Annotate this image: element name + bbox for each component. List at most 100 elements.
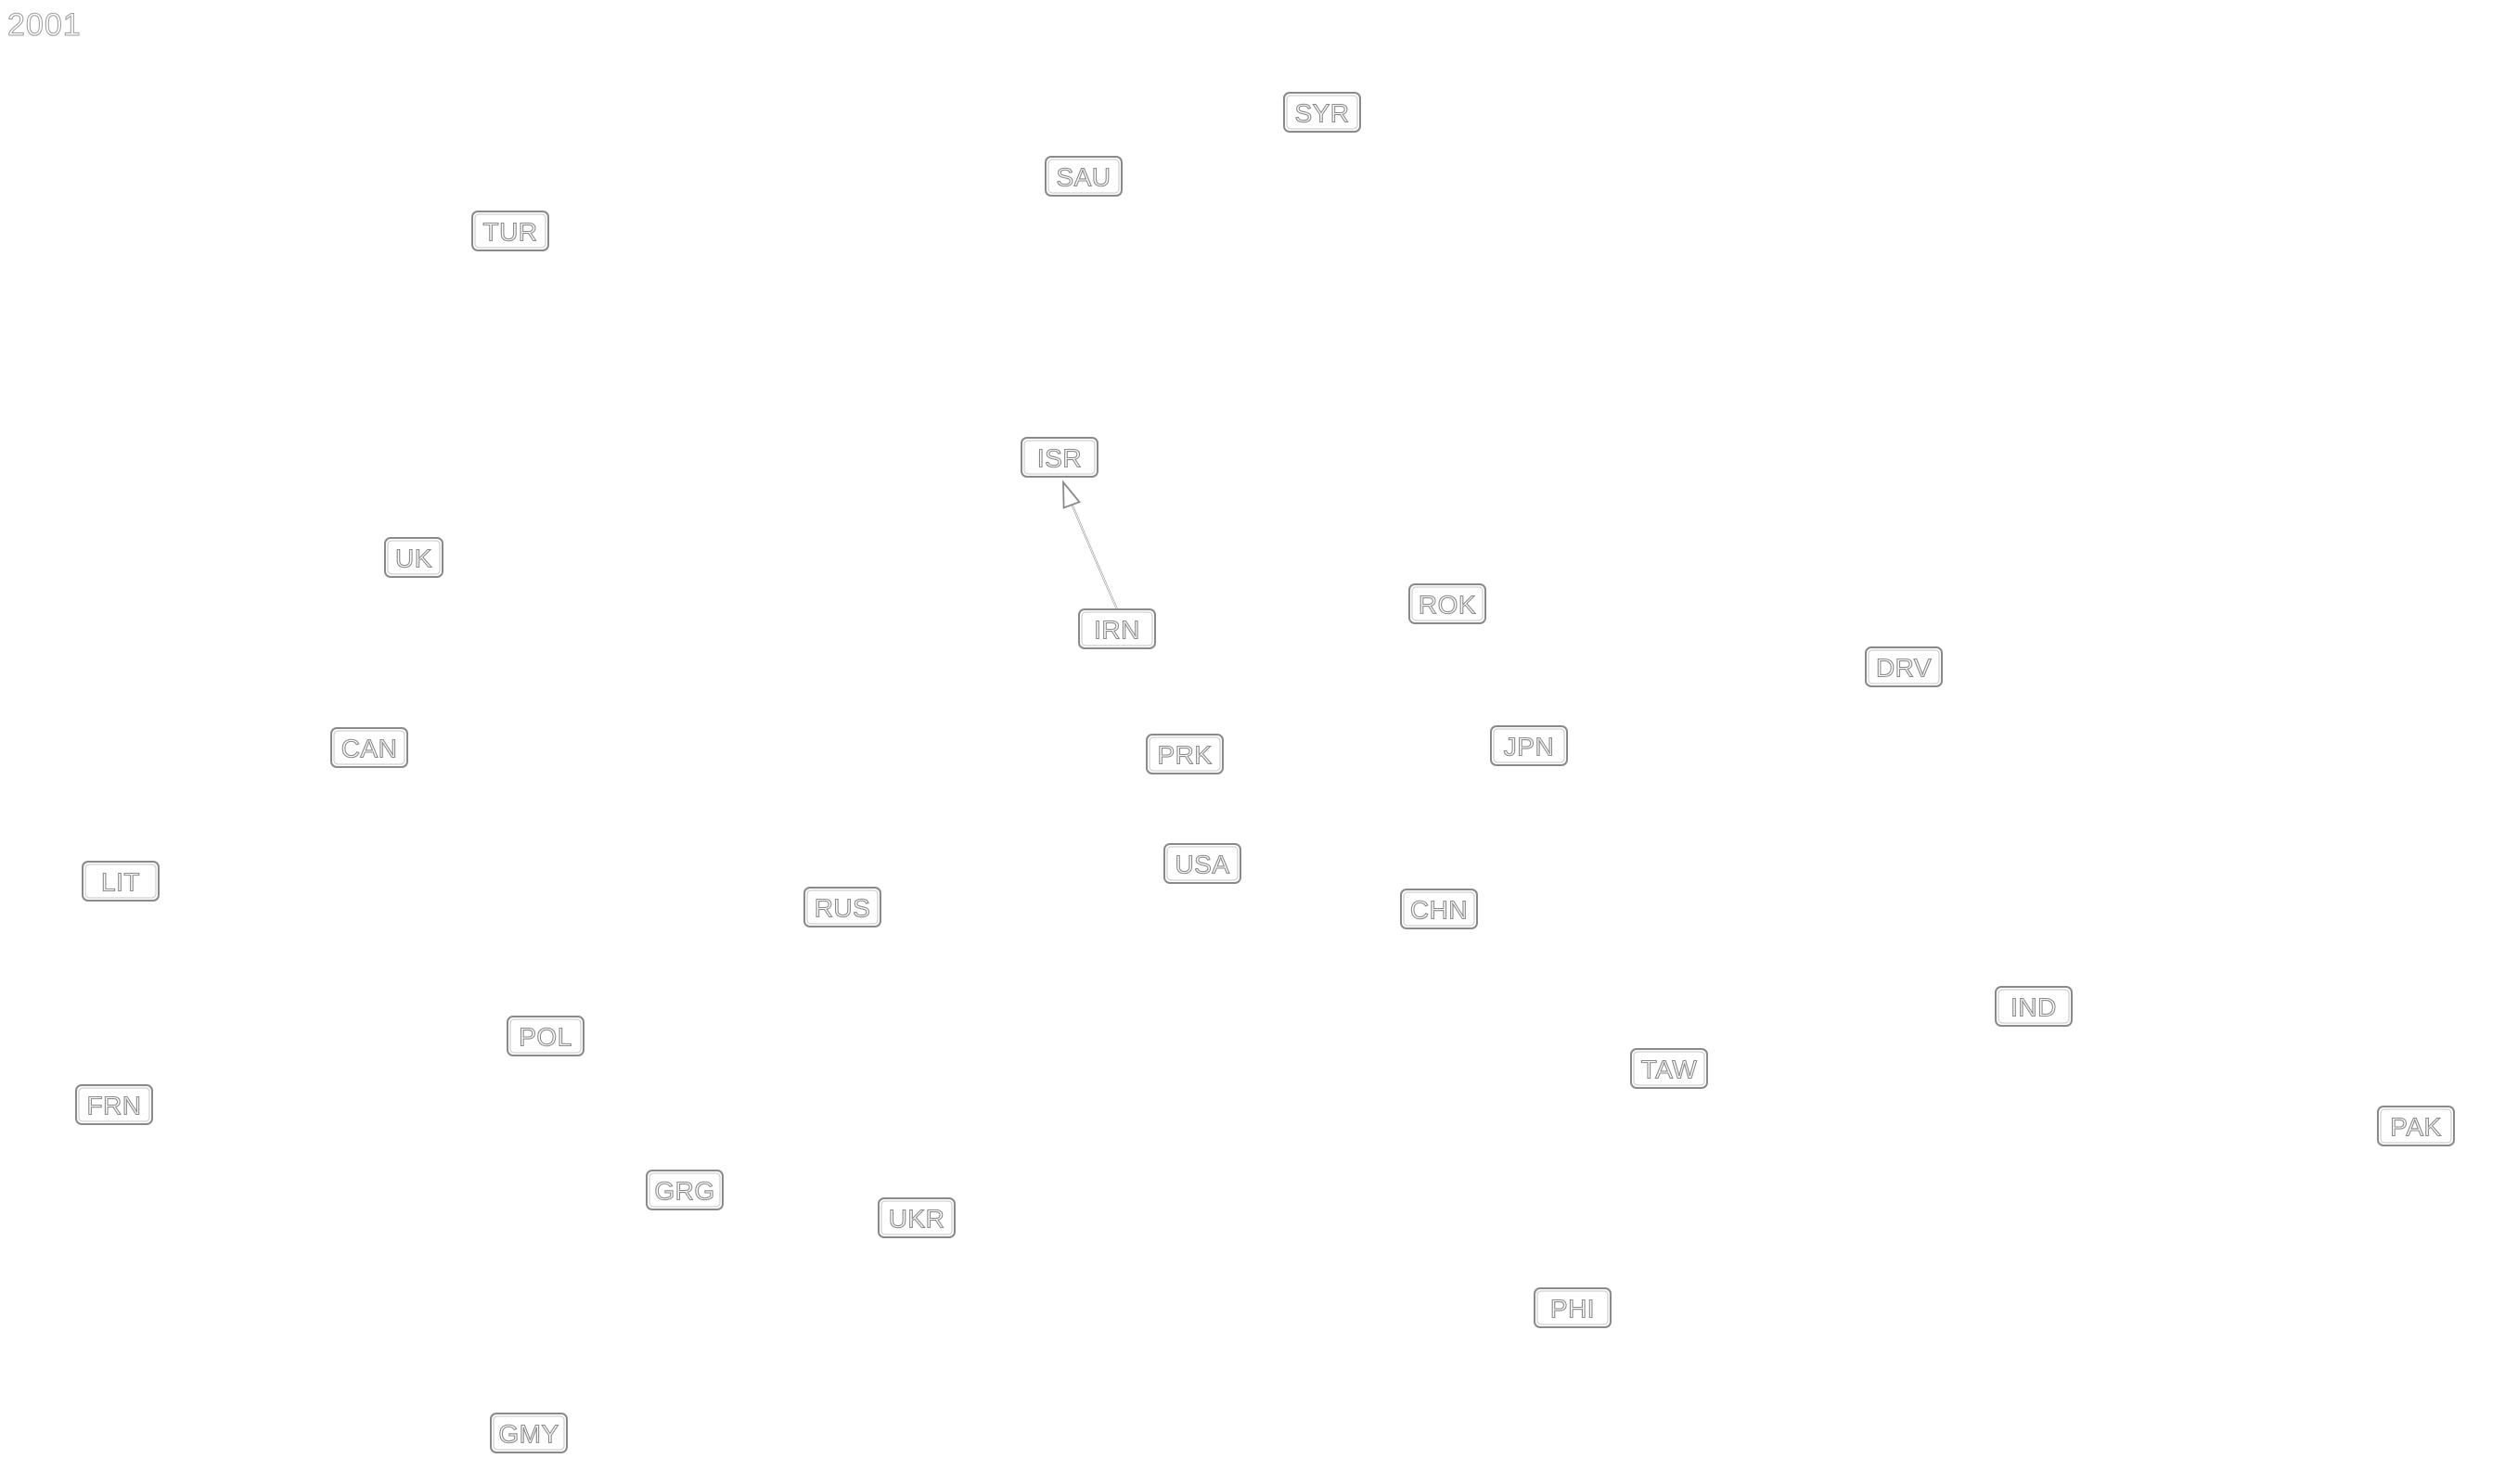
node-box-inner <box>333 730 405 765</box>
node-label: SYR <box>1294 99 1349 128</box>
node-box <box>803 887 881 928</box>
node-box <box>507 1016 584 1056</box>
node-box-inner <box>1536 1290 1609 1325</box>
node-box <box>1408 583 1486 624</box>
year-label: 2001 <box>7 7 82 44</box>
node-box <box>75 1084 153 1125</box>
node-prk[interactable]: PRK <box>1146 734 1224 774</box>
node-box <box>471 211 549 251</box>
node-label: FRN <box>86 1092 141 1120</box>
node-syr[interactable]: SYR <box>1283 92 1361 133</box>
node-pol[interactable]: POL <box>507 1016 584 1056</box>
node-label: PHI <box>1550 1295 1595 1324</box>
node-label: TUR <box>482 218 537 247</box>
node-box-inner <box>493 1415 565 1451</box>
node-sau[interactable]: SAU <box>1045 156 1123 197</box>
node-rus[interactable]: RUS <box>803 887 881 928</box>
node-label: CAN <box>341 735 398 763</box>
node-label: PRK <box>1157 741 1212 770</box>
node-label: ISR <box>1037 444 1082 473</box>
node-box-inner <box>387 540 441 575</box>
node-box <box>1630 1048 1708 1089</box>
node-box <box>384 537 443 578</box>
node-box <box>2377 1106 2455 1146</box>
node-box-inner <box>1868 649 1940 684</box>
node-box <box>878 1197 956 1238</box>
node-box <box>1146 734 1224 774</box>
node-box <box>1283 92 1361 133</box>
node-frn[interactable]: FRN <box>75 1084 153 1125</box>
node-box <box>646 1170 724 1210</box>
node-box-inner <box>1493 728 1565 763</box>
node-taw[interactable]: TAW <box>1630 1048 1708 1089</box>
node-label: GMY <box>498 1420 559 1449</box>
node-box-inner <box>1081 611 1153 646</box>
node-pak[interactable]: PAK <box>2377 1106 2455 1146</box>
node-label: JPN <box>1504 733 1554 761</box>
node-label: UKR <box>889 1205 945 1234</box>
node-gmy[interactable]: GMY <box>490 1413 568 1453</box>
node-box <box>1490 725 1568 766</box>
node-box-inner <box>1166 846 1239 881</box>
node-label: IRN <box>1094 616 1140 645</box>
node-label: POL <box>519 1023 572 1052</box>
node-label: ROK <box>1419 591 1476 620</box>
node-box-inner <box>1998 989 2070 1024</box>
node-layer: SYR SAU TUR ISR UK IRN ROK DRV CAN PRK JPN USA LIT RU… <box>75 92 2455 1453</box>
node-box-inner <box>474 213 546 249</box>
edge-irn-isr <box>1062 480 1118 610</box>
node-box-inner <box>78 1087 150 1122</box>
node-box <box>1865 646 1943 687</box>
node-box <box>82 861 160 902</box>
arrowhead-icon <box>1062 480 1081 509</box>
node-can[interactable]: CAN <box>330 727 408 768</box>
node-irn[interactable]: IRN <box>1078 608 1156 649</box>
node-box-inner <box>1149 736 1221 772</box>
node-label: CHN <box>1410 896 1468 925</box>
node-box <box>1078 608 1156 649</box>
edge-layer <box>1062 480 1118 610</box>
node-box <box>490 1413 568 1453</box>
node-box-inner <box>84 864 157 899</box>
node-drv[interactable]: DRV <box>1865 646 1943 687</box>
node-box <box>1534 1287 1612 1328</box>
node-label: GRG <box>654 1177 714 1206</box>
node-box <box>1163 843 1241 884</box>
node-ukr[interactable]: UKR <box>878 1197 956 1238</box>
node-isr[interactable]: ISR <box>1021 437 1098 478</box>
node-label: TAW <box>1641 1055 1698 1084</box>
node-box <box>1021 437 1098 478</box>
node-jpn[interactable]: JPN <box>1490 725 1568 766</box>
node-grg[interactable]: GRG <box>646 1170 724 1210</box>
node-box-inner <box>880 1200 953 1235</box>
node-label: SAU <box>1056 163 1111 192</box>
node-chn[interactable]: CHN <box>1400 889 1478 929</box>
node-phi[interactable]: PHI <box>1534 1287 1612 1328</box>
node-box-inner <box>509 1018 582 1054</box>
node-box-inner <box>1403 891 1475 927</box>
node-lit[interactable]: LIT <box>82 861 160 902</box>
node-ind[interactable]: IND <box>1995 986 2073 1027</box>
node-box-inner <box>1633 1051 1705 1086</box>
node-box <box>1400 889 1478 929</box>
node-label: RUS <box>815 894 871 923</box>
node-box-inner <box>1411 586 1484 621</box>
node-box-inner <box>1286 95 1358 130</box>
node-box-inner <box>806 889 879 925</box>
node-box-inner <box>649 1172 721 1208</box>
node-box-inner <box>2380 1108 2452 1144</box>
node-rok[interactable]: ROK <box>1408 583 1486 624</box>
node-uk[interactable]: UK <box>384 537 443 578</box>
node-tur[interactable]: TUR <box>471 211 549 251</box>
node-box-inner <box>1023 440 1096 475</box>
node-usa[interactable]: USA <box>1163 843 1241 884</box>
node-box <box>330 727 408 768</box>
node-box-inner <box>1047 159 1120 194</box>
node-box <box>1995 986 2073 1027</box>
node-label: DRV <box>1876 654 1932 683</box>
node-label: LIT <box>101 868 140 897</box>
node-label: PAK <box>2390 1113 2441 1142</box>
node-label: UK <box>395 544 432 573</box>
node-box <box>1045 156 1123 197</box>
